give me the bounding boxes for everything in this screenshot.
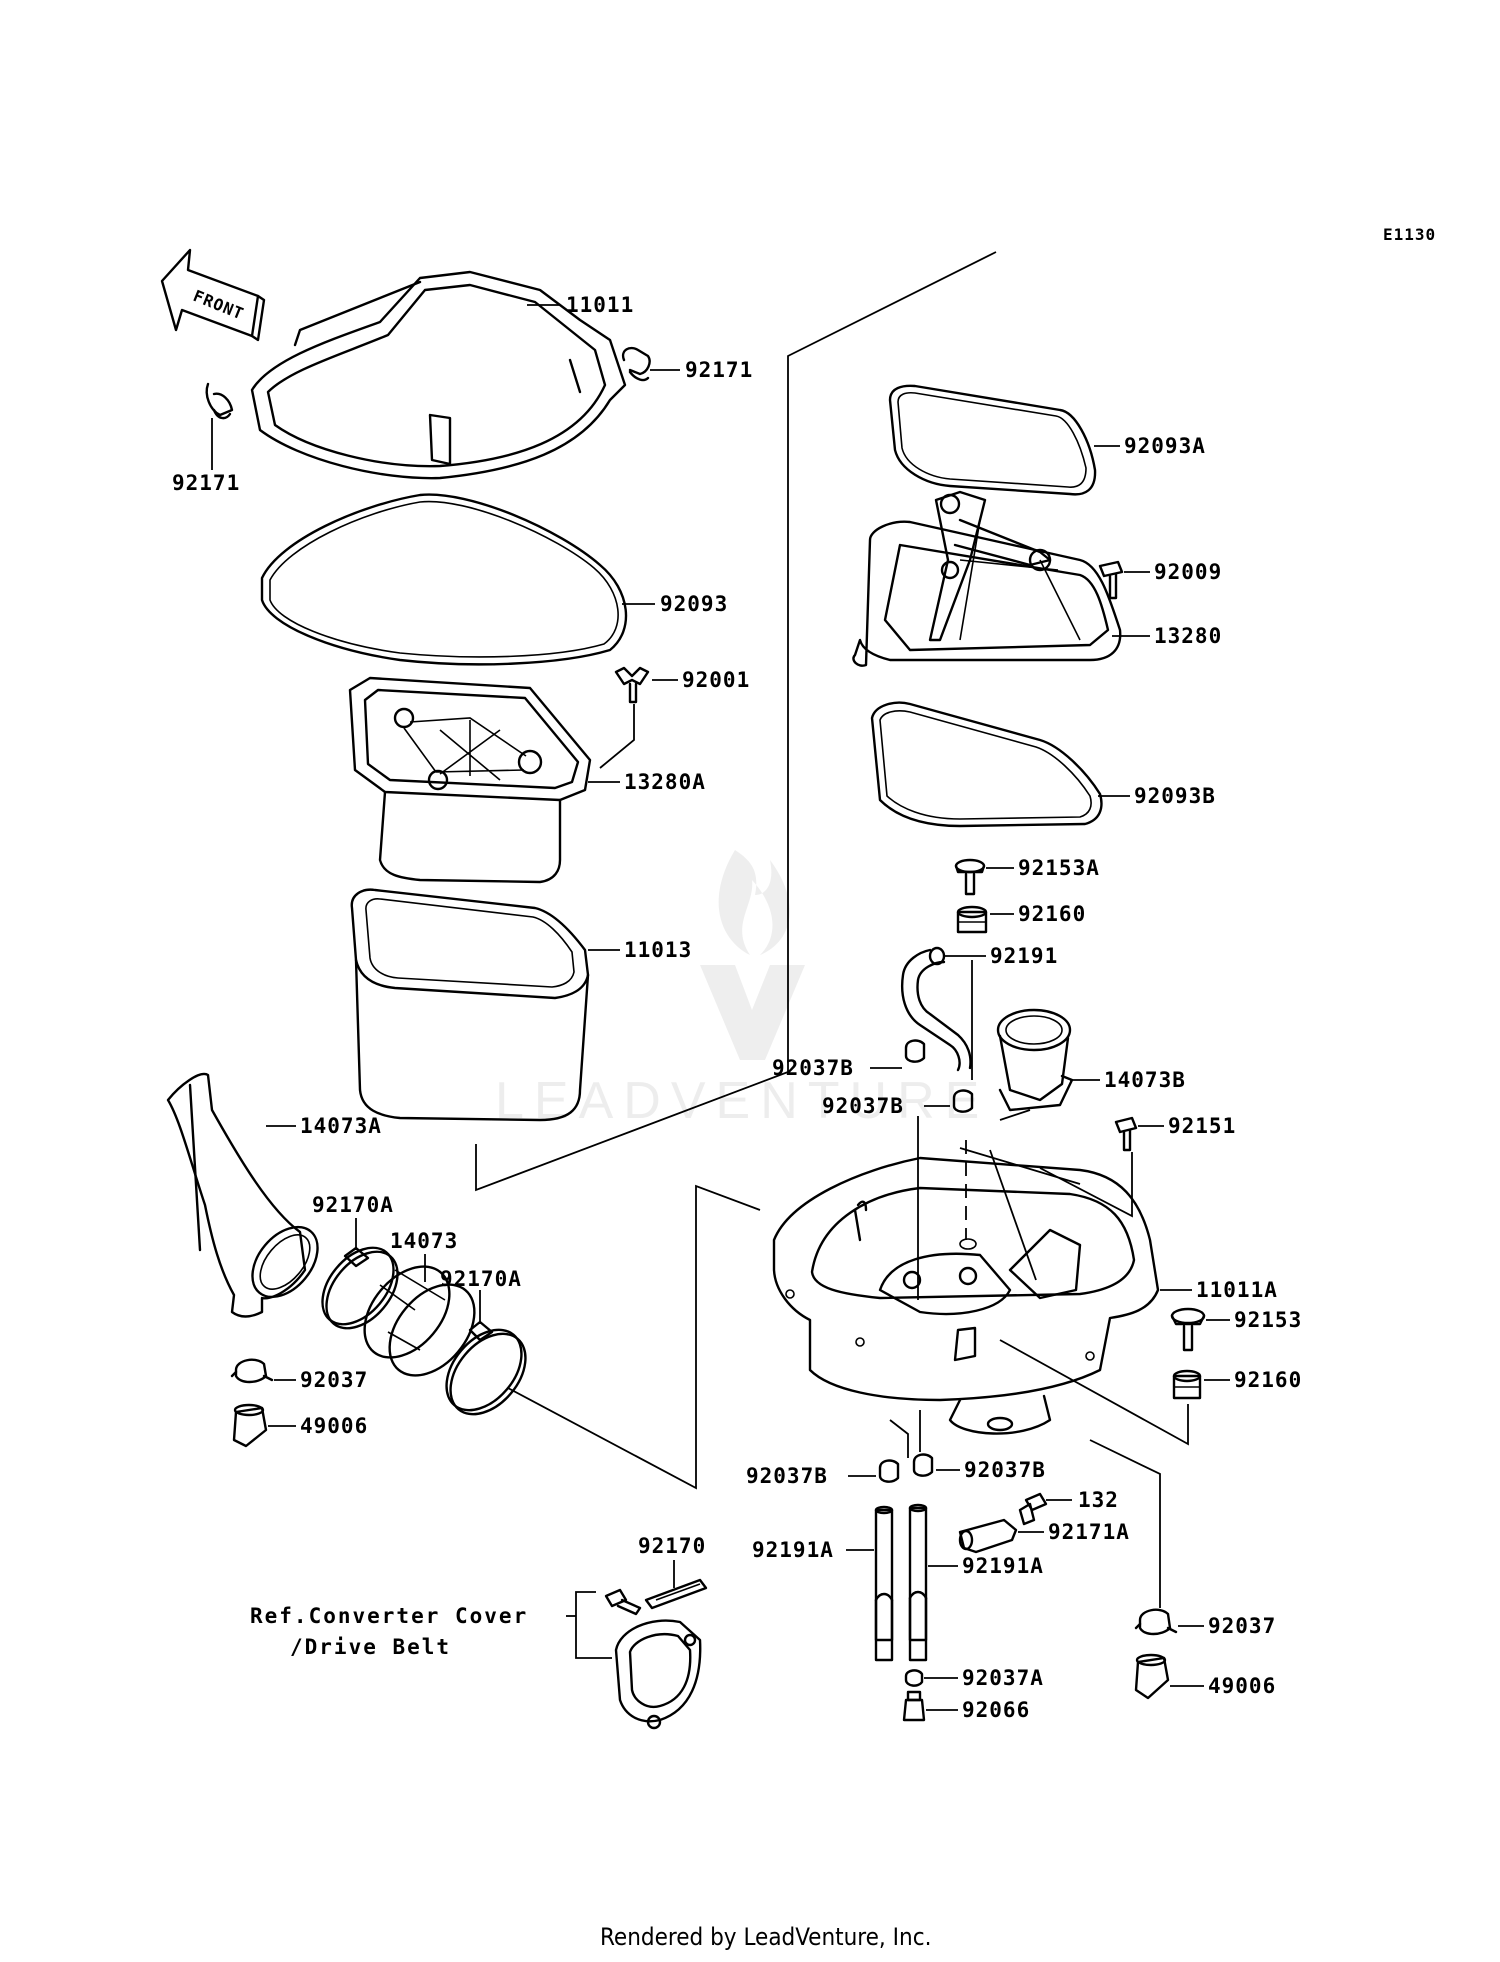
label-13280A: 13280A [624, 770, 706, 794]
label-92151: 92151 [1168, 1114, 1236, 1138]
part-92093A-gasket [888, 384, 1097, 496]
part-92093B-gasket [870, 701, 1103, 828]
footer-credit: Rendered by LeadVenture, Inc. [600, 1923, 931, 1951]
part-11011A-air-box [772, 1156, 1160, 1435]
label-14073A: 14073A [300, 1114, 382, 1138]
leader-group-right-top [475, 251, 997, 1192]
label-92171-right: 92171 [685, 358, 753, 382]
leader-14073B-c [959, 1147, 1081, 1185]
label-92160-bottom: 92160 [1234, 1368, 1302, 1392]
label-92191A-2: 92191A [962, 1554, 1044, 1578]
label-92037B-4: 92037B [964, 1458, 1046, 1482]
part-49006-cap-right [1134, 1653, 1170, 1700]
part-92066-cap [902, 1690, 926, 1722]
part-14073B-funnel [996, 1008, 1074, 1112]
part-92153-bolt [1170, 1307, 1206, 1352]
label-14073B: 14073B [1104, 1068, 1186, 1092]
part-49006-cap-left [232, 1403, 268, 1448]
part-92153A-bolt [954, 858, 986, 896]
label-92191: 92191 [990, 944, 1058, 968]
leader-92037-right-v [1089, 1439, 1161, 1608]
watermark-text: LEADVENTURE [495, 1072, 989, 1130]
part-92170A-clamp-2 [445, 1320, 527, 1416]
label-92001: 92001 [682, 668, 750, 692]
part-92037-clamp-left [230, 1358, 274, 1384]
part-92170A-clamp-1 [321, 1246, 399, 1330]
label-92093B: 92093B [1134, 784, 1216, 808]
label-92153A: 92153A [1018, 856, 1100, 880]
label-11011: 11011 [566, 293, 634, 317]
part-11011-cover [250, 270, 627, 480]
label-92191A-1: 92191A [752, 1538, 834, 1562]
label-92093A: 92093A [1124, 434, 1206, 458]
label-92037A: 92037A [962, 1666, 1044, 1690]
part-92171-clip-left [205, 382, 234, 420]
leader-clip3-top [889, 1419, 909, 1458]
label-92037B-1: 92037B [772, 1056, 854, 1080]
part-converter-cover-duct [614, 1619, 702, 1730]
part-92191A-hose-left [874, 1505, 894, 1662]
label-11011A: 11011A [1196, 1278, 1278, 1302]
watermark-logo [700, 850, 805, 1060]
part-92151-bolt [1114, 1116, 1138, 1152]
label-92170A-2: 92170A [440, 1267, 522, 1291]
part-92093-gasket [260, 493, 628, 666]
label-49006-left: 49006 [300, 1414, 368, 1438]
leader-92160-b [999, 1339, 1189, 1446]
part-92191-hose [901, 946, 972, 1072]
label-11013: 11013 [624, 938, 692, 962]
part-92009-bolt [1098, 560, 1124, 600]
part-92171-clip-right [621, 346, 651, 382]
leader-ref-bracket [575, 1591, 612, 1659]
part-92170-clamp-band [644, 1578, 708, 1610]
part-11013-filter-element [350, 888, 590, 1122]
reference-note-line1: Ref.Converter Cover [250, 1604, 528, 1628]
label-49006-right: 49006 [1208, 1674, 1276, 1698]
label-92171A: 92171A [1048, 1520, 1130, 1544]
label-92153: 92153 [1234, 1308, 1302, 1332]
part-14073-boot [363, 1265, 476, 1377]
label-92037B-3: 92037B [746, 1464, 828, 1488]
label-92160-top: 92160 [1018, 902, 1086, 926]
leader-14073B-b [989, 1149, 1037, 1281]
label-92037B-2: 92037B [822, 1094, 904, 1118]
label-92093: 92093 [660, 592, 728, 616]
part-92037B-clip-2 [952, 1089, 974, 1113]
label-92170A-1: 92170A [312, 1193, 394, 1217]
leader-group-boot [507, 1184, 761, 1490]
part-14073A-intake-duct [166, 1072, 319, 1318]
part-92037B-clip-3 [878, 1459, 900, 1483]
leader-92001 [599, 704, 635, 769]
part-92171A-clamp [958, 1518, 1018, 1554]
leader-14073B-d [999, 1109, 1031, 1121]
part-132-bolt [1018, 1492, 1048, 1526]
part-13280A-filter-holder [348, 676, 592, 884]
part-92037B-clip-1 [904, 1039, 926, 1063]
label-13280: 13280 [1154, 624, 1222, 648]
label-92170: 92170 [638, 1534, 706, 1558]
label-92171-left: 92171 [172, 471, 240, 495]
label-92066: 92066 [962, 1698, 1030, 1722]
part-92191A-hose-right [908, 1503, 928, 1662]
label-92009: 92009 [1154, 560, 1222, 584]
part-92037B-clip-4 [912, 1453, 934, 1477]
part-92037-clamp-right [1134, 1608, 1178, 1636]
diagram-code: E1130 [1383, 225, 1436, 244]
label-14073: 14073 [390, 1229, 458, 1253]
part-13280-filter-holder [852, 490, 1122, 667]
part-92160-grommet-bottom [1172, 1369, 1202, 1400]
label-92037-left: 92037 [300, 1368, 368, 1392]
part-92160-grommet-top [956, 905, 988, 934]
part-92037A-clamp [904, 1669, 924, 1687]
part-92001-wing-nut [614, 666, 650, 704]
label-132: 132 [1078, 1488, 1119, 1512]
part-converter-bolt [604, 1588, 642, 1616]
leader-92151-b [1039, 1152, 1133, 1218]
reference-note-line2: /Drive Belt [290, 1635, 451, 1659]
label-92037-right: 92037 [1208, 1614, 1276, 1638]
front-arrow-icon: FRONT [160, 248, 266, 342]
